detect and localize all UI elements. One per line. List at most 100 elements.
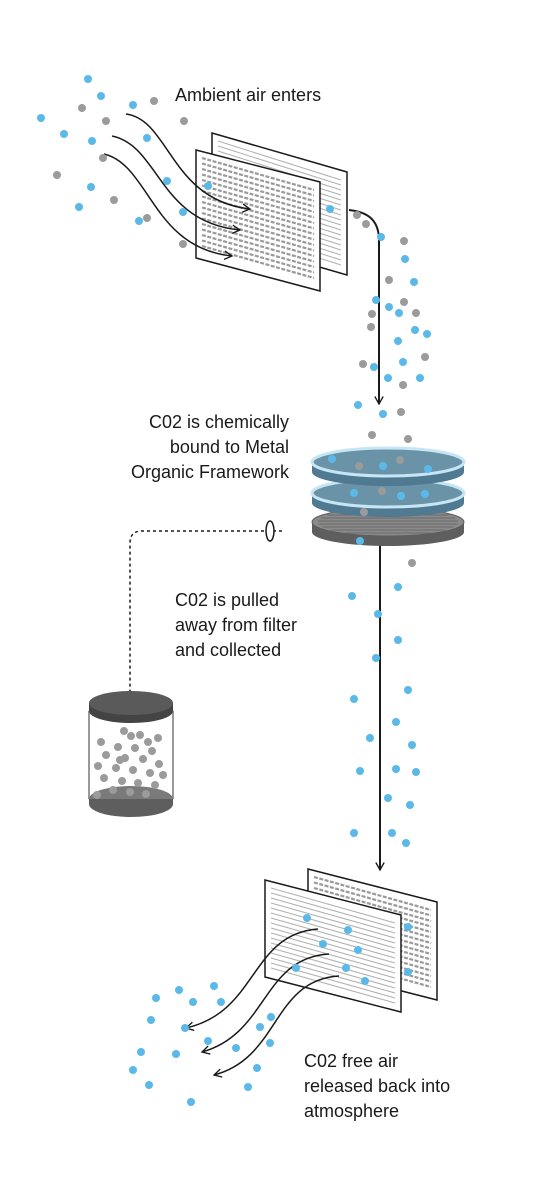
air-molecule-dot [172,1050,180,1058]
co2-molecule-dot [155,760,163,768]
filter-line [201,239,315,274]
filter-line [201,244,315,280]
air-molecule-dot [394,636,402,644]
air-molecule-dot [326,205,334,213]
air-molecule-dot [384,374,392,382]
co2-molecule-dot [110,196,118,204]
air-molecule-dot [37,114,45,122]
filter-line [201,217,315,252]
air-molecule-dot [145,1081,153,1089]
intake-filter-icon [195,132,348,292]
co2-molecule-dot [412,309,420,317]
co2-molecule-dot [421,353,429,361]
output-arrows [184,928,340,1078]
filter-line [201,184,315,219]
co2-molecule-dot [139,755,147,763]
canister-cap [89,691,173,723]
molecule-dots [37,75,432,1106]
output-arrow-1 [184,928,319,1032]
air-molecule-dot [424,465,432,473]
filter-line [201,200,315,236]
label-chemical-binding-line-1: C02 is chemically [148,412,289,432]
co2-molecule-dot [159,771,167,779]
filter-line [201,228,315,263]
label-co2-collected-line-2: away from filter [175,615,298,635]
label-air-released: C02 free air released back into atmosphe… [304,1049,450,1124]
filter-line [201,178,315,214]
air-molecule-dot [244,1083,252,1091]
label-air-released-line-1: C02 free air [304,1051,399,1071]
air-molecule-dot [356,767,364,775]
filter-line [201,222,315,258]
filter-line [201,167,315,203]
filter-line [270,957,396,994]
air-molecule-dot [319,940,327,948]
air-molecule-dot [361,977,369,985]
label-ambient-air-line-1: Ambient air enters [175,85,322,105]
filter-line [270,922,396,959]
co2-molecule-dot [127,732,135,740]
air-molecule-dot [344,926,352,934]
co2-molecule-dot [368,431,376,439]
co2-molecule-dot [396,456,404,464]
co2-molecule-dot [368,310,376,318]
air-molecule-dot [416,374,424,382]
air-molecule-dot [404,686,412,694]
air-molecule-dot [412,768,420,776]
co2-molecule-dot [378,487,386,495]
co2-molecule-dot [146,769,154,777]
air-molecule-dot [395,309,403,317]
air-molecule-dot [179,208,187,216]
air-molecule-dot [84,75,92,83]
air-molecule-dot [189,998,197,1006]
air-molecule-dot [372,296,380,304]
co2-molecule-dot [116,756,124,764]
collection-valve-icon [265,520,275,542]
air-molecule-dot [366,734,374,742]
air-molecule-dot [129,101,137,109]
air-molecule-dot [292,964,300,972]
air-molecule-dot [372,654,380,662]
co2-molecule-dot [180,117,188,125]
filter-line [313,886,432,923]
output-arrow-3 [212,975,340,1078]
filter-line [201,211,315,247]
co2-molecule-dot [109,786,117,794]
label-chemical-binding: C02 is chemically bound to Metal Organic… [131,410,289,485]
co2-molecule-dot [150,97,158,105]
filter-line [270,942,396,979]
air-molecule-dot [87,183,95,191]
air-molecule-dot [175,986,183,994]
co2-molecule-dot [154,734,162,742]
co2-molecule-dot [93,791,101,799]
filter-line [201,156,315,192]
co2-molecule-dot [359,360,367,368]
air-molecule-dot [421,490,429,498]
co2-molecule-dot [400,298,408,306]
filter-line [270,912,396,949]
air-molecule-dot [410,278,418,286]
co2-molecule-dot [179,240,187,248]
air-molecule-dot [408,741,416,749]
air-molecule-dot [399,358,407,366]
filter-line [270,967,396,1004]
air-molecule-dot [256,1023,264,1031]
co2-molecule-dot [120,727,128,735]
co2-molecule-dot [100,774,108,782]
intake-arrow-2 [111,135,242,235]
filter-line [270,927,396,964]
canister-icon [88,691,174,817]
air-molecule-dot [181,1024,189,1032]
air-molecule-dot [342,964,350,972]
mof-disk-top [310,446,466,486]
air-molecule-dot [143,134,151,142]
air-molecule-dot [137,1048,145,1056]
air-molecule-dot [147,1016,155,1024]
filter-line [270,902,396,939]
co2-molecule-dot [94,762,102,770]
air-molecule-dot [370,363,378,371]
air-molecule-dot [404,923,412,931]
filter-line [270,897,396,934]
co2-molecule-dot [400,237,408,245]
air-molecule-dot [354,401,362,409]
